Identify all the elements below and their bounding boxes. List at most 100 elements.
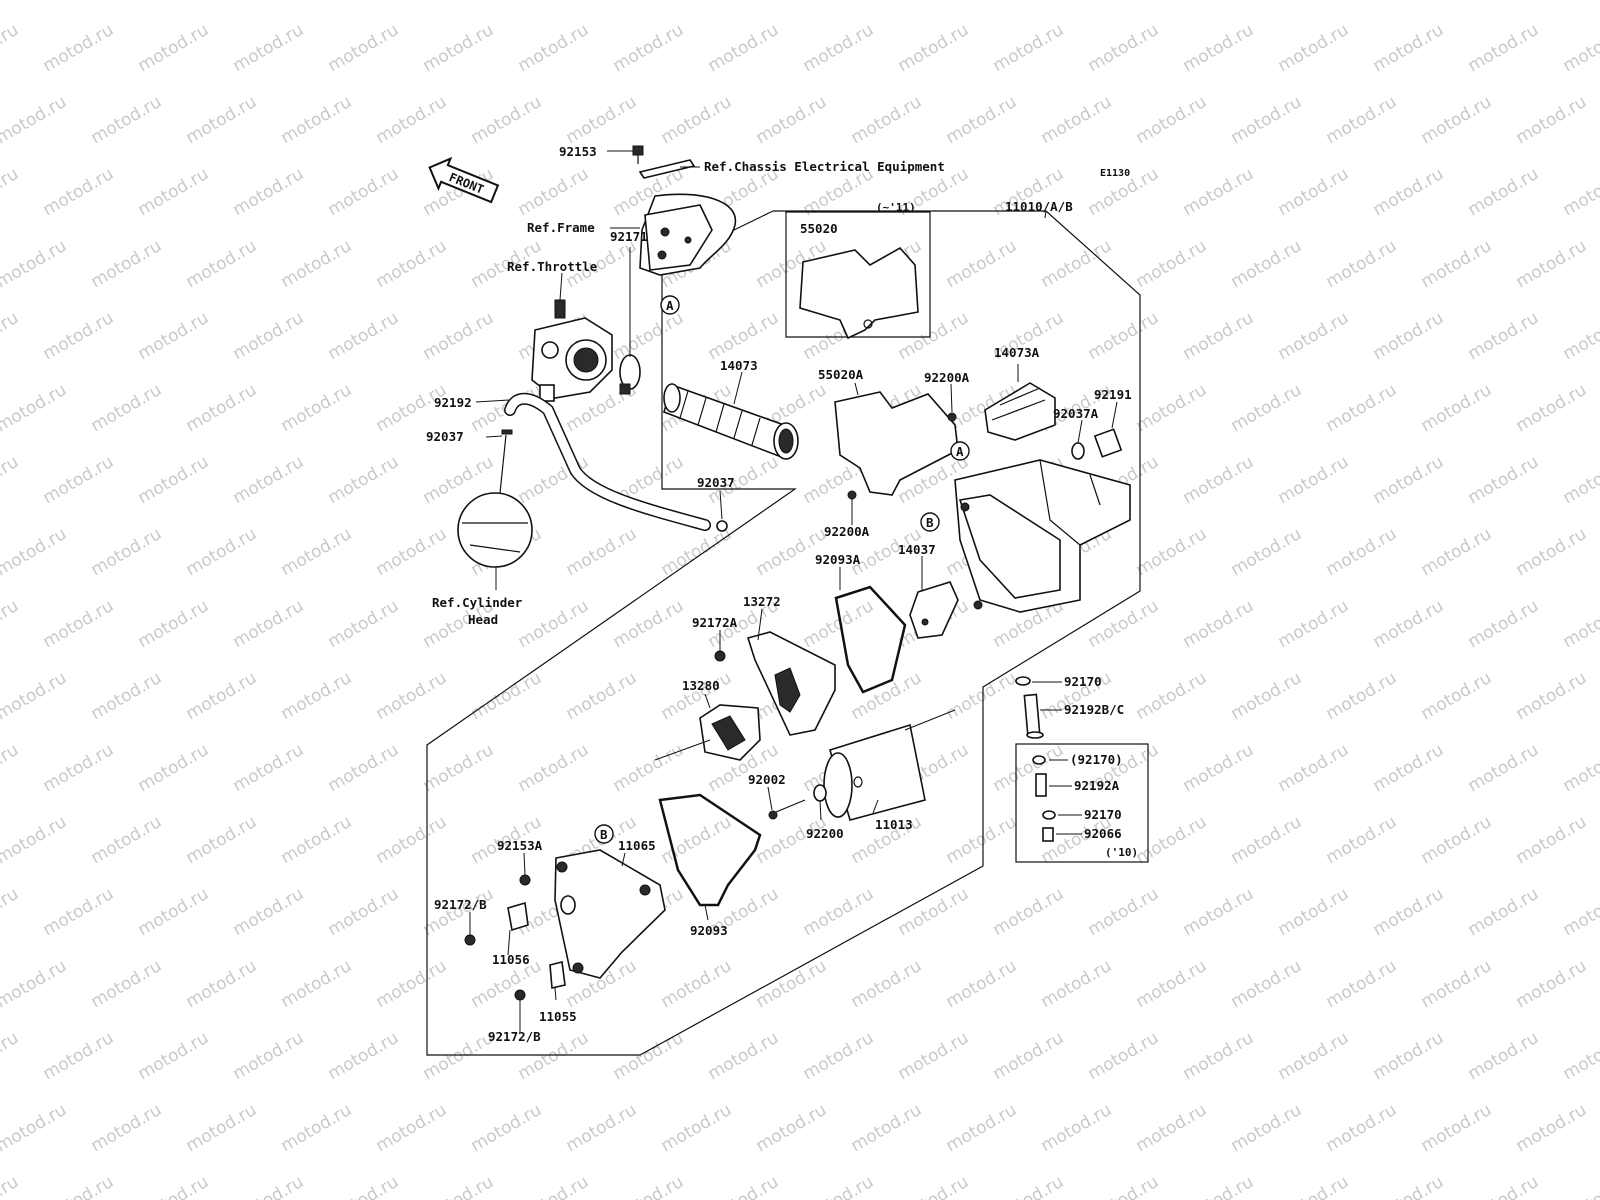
watermark-text: motod.ru (325, 596, 403, 652)
watermark-text: motod.ru (183, 524, 261, 580)
watermark-text: motod.ru (183, 956, 261, 1012)
watermark-text: motod.ru (0, 236, 70, 292)
part-label-13272: 13272 (743, 594, 781, 609)
watermark-text: motod.ru (1038, 956, 1116, 1012)
part-label-92191: 92191 (1094, 387, 1132, 402)
watermark-text: motod.ru (135, 1028, 213, 1084)
element-11013-icon (823, 723, 926, 821)
inset-clamp-92170-icon (1042, 810, 1056, 820)
watermark-text: motod.ru (468, 668, 546, 724)
svg-text:B: B (600, 827, 608, 842)
part-label-11010: 11010/A/B (1005, 199, 1073, 214)
watermark-text: motod.ru (0, 668, 70, 724)
part-label-14073: 14073 (720, 358, 758, 373)
watermark-text: motod.ru (705, 1028, 783, 1084)
watermark-text: motod.ru (990, 1028, 1068, 1084)
watermark-text: motod.ru (1465, 20, 1543, 76)
watermark-text: motod.ru (1418, 668, 1496, 724)
part-label-55020A: 55020A (818, 367, 864, 382)
ref-cylinder-head-label: Head (468, 612, 498, 627)
watermark-text: motod.ru (1133, 668, 1211, 724)
watermark-text: motod.ru (705, 1172, 783, 1200)
watermark-text: motod.ru (1513, 92, 1591, 148)
watermark-text: motod.ru (1133, 524, 1211, 580)
watermark-text: motod.ru (1370, 1028, 1448, 1084)
watermark-text: motod.ru (1465, 452, 1543, 508)
watermark-text: motod.ru (88, 1100, 166, 1156)
marker-a-right: A (950, 441, 970, 461)
part-label-11013: 11013 (875, 817, 913, 832)
watermark-text: motod.ru (278, 380, 356, 436)
watermark-text: motod.ru (373, 0, 451, 4)
watermark-text: motod.ru (563, 92, 641, 148)
watermark-text: motod.ru (1418, 92, 1496, 148)
watermark-text: motod.ru (895, 308, 973, 364)
ref-throttle-label: Ref.Throttle (507, 259, 598, 274)
watermark-text: motod.ru (325, 1028, 403, 1084)
note-upto11: (~'11) (876, 201, 916, 214)
watermark-text: motod.ru (515, 164, 593, 220)
watermark-text: motod.ru (895, 1172, 973, 1200)
watermark-text: motod.ru (468, 1100, 546, 1156)
watermark-text: motod.ru (88, 380, 166, 436)
watermark-text: motod.ru (1228, 1100, 1306, 1156)
watermark-text: motod.ru (943, 1100, 1021, 1156)
watermark-text: motod.ru (278, 0, 356, 4)
watermark-text: motod.ru (1323, 812, 1401, 868)
inset-clamp-92170-paren-icon (1032, 755, 1046, 765)
watermark-text: motod.ru (40, 1028, 118, 1084)
watermark-text: motod.ru (1180, 20, 1258, 76)
watermark-text: motod.ru (1228, 380, 1306, 436)
watermark-text: motod.ru (1275, 20, 1353, 76)
bolt-92153-icon (632, 145, 696, 179)
watermark-text: motod.ru (0, 1100, 70, 1156)
watermark-text: motod.ru (373, 236, 451, 292)
watermark-text: motod.ru (420, 20, 498, 76)
watermark-text: motod.ru (230, 164, 308, 220)
watermark-text: motod.ru (943, 812, 1021, 868)
watermark-text: motod.ru (1560, 884, 1600, 940)
throttle-body-icon (531, 299, 613, 402)
watermark-text: motod.ru (88, 668, 166, 724)
watermark-text: motod.ru (40, 20, 118, 76)
watermark-text: motod.ru (325, 452, 403, 508)
watermark-text: motod.ru (1085, 308, 1163, 364)
part-label-92093: 92093 (690, 923, 728, 938)
marker-a-top: A (660, 295, 680, 315)
watermark-text: motod.ru (1323, 380, 1401, 436)
clamp-92171-icon (619, 354, 641, 395)
watermark-text: motod.ru (800, 884, 878, 940)
watermark-text: motod.ru (230, 740, 308, 796)
part-label-92200A-mid: 92200A (824, 524, 870, 539)
watermark-text: motod.ru (1513, 812, 1591, 868)
watermark-text: motod.ru (1465, 596, 1543, 652)
watermark-text: motod.ru (40, 884, 118, 940)
watermark-text: motod.ru (563, 1100, 641, 1156)
part-label-92037-left: 92037 (426, 429, 464, 444)
part-label-92171: 92171 (610, 229, 648, 244)
watermark-text: motod.ru (895, 20, 973, 76)
watermark-text: motod.ru (325, 164, 403, 220)
watermark-text: motod.ru (373, 812, 451, 868)
watermark-text: motod.ru (1513, 0, 1591, 4)
plate-55020-icon (799, 246, 919, 340)
svg-text:A: A (956, 444, 964, 459)
watermark-text: motod.ru (943, 956, 1021, 1012)
watermark-text: motod.ru (183, 0, 261, 4)
watermark-text: motod.ru (40, 164, 118, 220)
part-label-55020: 55020 (800, 221, 838, 236)
watermark-text: motod.ru (800, 20, 878, 76)
watermark-text: motod.ru (1323, 668, 1401, 724)
watermark-text: motod.ru (135, 164, 213, 220)
part-label-11055: 11055 (539, 1009, 577, 1024)
watermark-text: motod.ru (1323, 236, 1401, 292)
watermark-text: motod.ru (753, 956, 831, 1012)
bracket-11056-icon (507, 901, 529, 932)
watermark-text: motod.ru (1133, 812, 1211, 868)
watermark-text: motod.ru (183, 92, 261, 148)
watermark-text: motod.ru (1180, 740, 1258, 796)
part-label-14037: 14037 (898, 542, 936, 557)
watermark-text: motod.ru (183, 1100, 261, 1156)
watermark-text: motod.ru (420, 1028, 498, 1084)
watermark-text: motod.ru (1180, 596, 1258, 652)
